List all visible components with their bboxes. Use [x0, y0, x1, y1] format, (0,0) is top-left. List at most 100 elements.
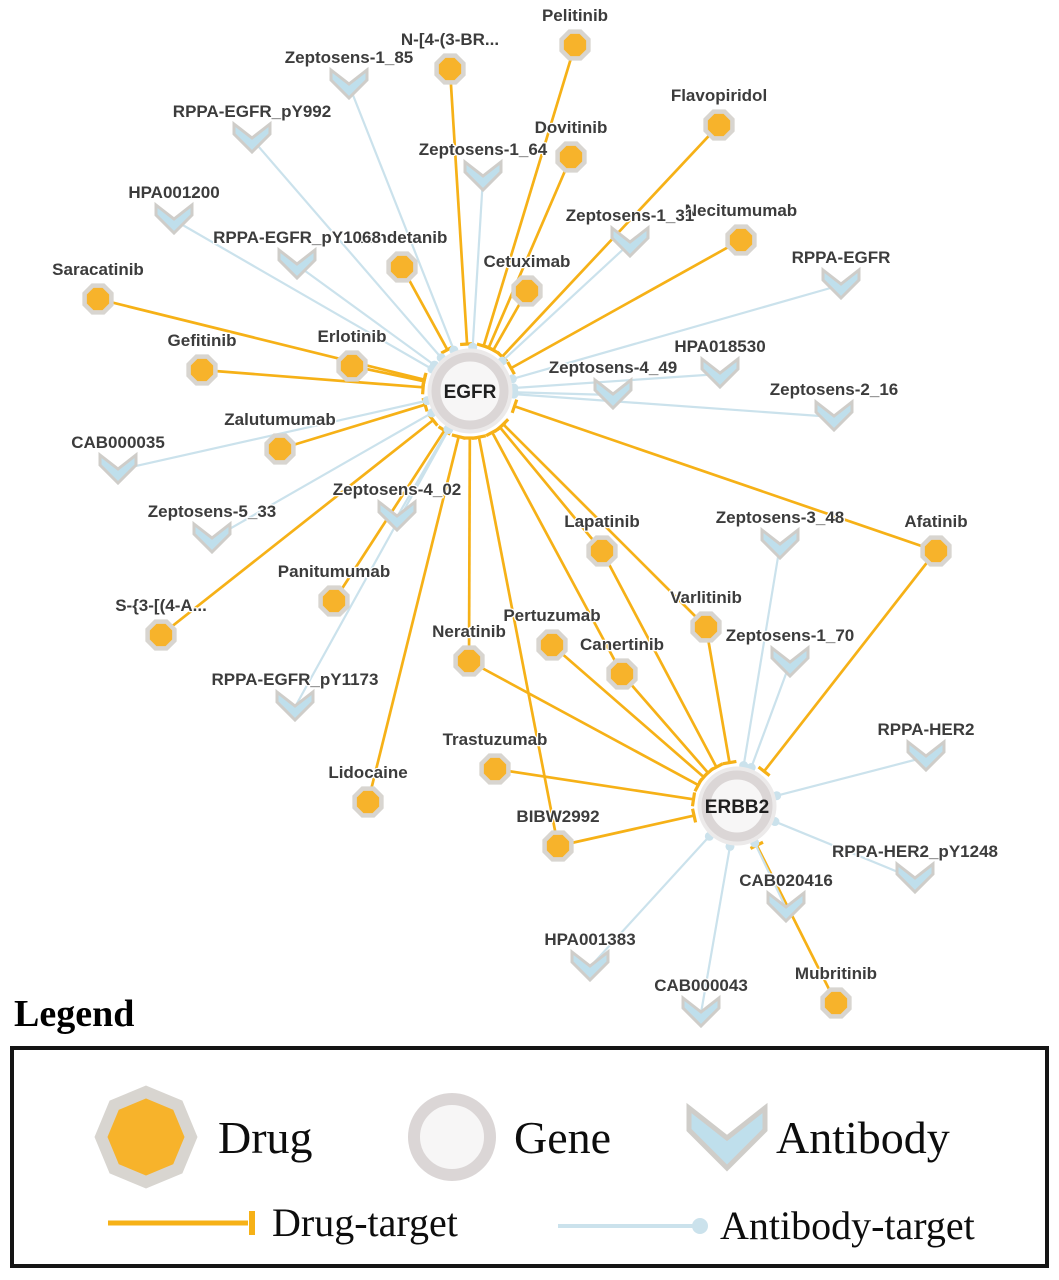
drug-target-edge: [704, 626, 737, 766]
node-bibw2992[interactable]: BIBW2992: [515, 806, 601, 862]
node-zeptosens_1_70[interactable]: Zeptosens-1_70: [725, 625, 856, 679]
node-label: Saracatinib: [52, 260, 144, 279]
node-afatinib[interactable]: Afatinib: [903, 511, 969, 567]
node-necitumumab[interactable]: Necitumumab: [684, 200, 798, 256]
node-label: Zeptosens-4_49: [549, 358, 678, 377]
node-zeptosens_3_48[interactable]: Zeptosens-3_48: [715, 507, 846, 561]
node-zeptosens_2_16[interactable]: Zeptosens-2_16: [769, 379, 900, 433]
node-label: RPPA-EGFR_pY992: [173, 102, 331, 121]
gene-legend-label: Gene: [514, 1112, 611, 1163]
node-neratinib[interactable]: Neratinib: [431, 621, 507, 677]
antibody-shape: [770, 644, 810, 679]
node-erbb2[interactable]: ERBB2: [697, 766, 777, 846]
node-zeptosens_4_49[interactable]: Zeptosens-4_49: [548, 357, 679, 411]
node-zeptosens_5_33[interactable]: Zeptosens-5_33: [147, 501, 278, 555]
gene-shape: [431, 352, 509, 430]
antibody-shape: [610, 224, 650, 259]
node-label: Dovitinib: [535, 118, 608, 137]
node-label: Zeptosens-1_64: [419, 140, 548, 159]
antibody-shape: [760, 526, 800, 561]
node-hpa018530[interactable]: HPA018530: [673, 336, 767, 390]
node-cetuximab[interactable]: Cetuximab: [482, 251, 572, 307]
node-label: Necitumumab: [685, 201, 797, 220]
node-rppa_her2_py1248[interactable]: RPPA-HER2_pY1248: [831, 841, 999, 895]
drug-target-edge: [485, 427, 624, 675]
node-hpa001383[interactable]: HPA001383: [543, 929, 637, 983]
node-s3_4a[interactable]: S-{3-[(4-A...: [114, 595, 208, 651]
drug-target-edge: [620, 673, 715, 779]
node-n4_3br[interactable]: N-[4-(3-BR...: [400, 29, 500, 85]
node-zeptosens_1_64[interactable]: Zeptosens-1_64: [418, 139, 549, 193]
node-label: Flavopiridol: [671, 86, 767, 105]
node-pelitinib[interactable]: Pelitinib: [541, 5, 609, 61]
node-canertinib[interactable]: Canertinib: [579, 634, 665, 690]
node-lapatinib[interactable]: Lapatinib: [563, 511, 641, 567]
antibody-legend-icon: [686, 1102, 768, 1172]
antibody-shape: [192, 520, 232, 555]
drug-target-edge: [497, 418, 707, 628]
node-label: HPA001200: [128, 183, 219, 202]
node-label: Zeptosens-1_85: [285, 48, 414, 67]
node-flavopiridol[interactable]: Flavopiridol: [670, 85, 768, 141]
node-cab000043[interactable]: CAB000043: [653, 975, 749, 1029]
drug-shape: [920, 535, 952, 567]
node-zalutumumab[interactable]: Zalutumumab: [223, 409, 337, 465]
node-saracatinib[interactable]: Saracatinib: [51, 259, 145, 315]
node-label: Varlitinib: [670, 588, 742, 607]
node-varlitinib[interactable]: Varlitinib: [669, 587, 743, 643]
node-trastuzumab[interactable]: Trastuzumab: [441, 729, 549, 785]
antibody-target-edge: [772, 755, 927, 801]
antibody-shape: [275, 688, 315, 723]
drug-target-edge: [495, 124, 720, 363]
node-label: Pelitinib: [542, 6, 608, 25]
node-dovitinib[interactable]: Dovitinib: [533, 117, 609, 173]
node-zeptosens_1_85[interactable]: Zeptosens-1_85: [284, 47, 415, 101]
drug-shape: [479, 753, 511, 785]
node-vandetanib[interactable]: Vandetanib: [355, 227, 449, 283]
node-cab000035[interactable]: CAB000035: [70, 432, 166, 486]
antibody-target-legend-label: Antibody-target: [720, 1203, 975, 1248]
node-pertuzumab[interactable]: Pertuzumab: [502, 605, 602, 661]
node-rppa_egfr_py1173[interactable]: RPPA-EGFR_pY1173: [210, 669, 380, 723]
antibody-shape: [821, 266, 861, 301]
node-label: CAB000035: [71, 433, 165, 452]
node-rppa_egfr[interactable]: RPPA-EGFR: [790, 247, 892, 301]
node-label: Zalutumumab: [224, 410, 335, 429]
drug-shape: [264, 433, 296, 465]
node-rppa_egfr_py992[interactable]: RPPA-EGFR_pY992: [172, 101, 332, 155]
node-label: CAB020416: [739, 871, 833, 890]
antibody-shape: [570, 948, 610, 983]
node-rppa_her2[interactable]: RPPA-HER2: [876, 719, 976, 773]
drug-target-edge: [506, 238, 742, 376]
node-cab020416[interactable]: CAB020416: [738, 870, 834, 924]
node-lidocaine[interactable]: Lidocaine: [327, 762, 409, 818]
drug-shape: [725, 224, 757, 256]
node-label: RPPA-HER2_pY1248: [832, 842, 998, 861]
node-egfr[interactable]: EGFR: [427, 348, 513, 434]
node-hpa001200[interactable]: HPA001200: [127, 182, 221, 236]
antibody-shape: [906, 738, 946, 773]
node-label: Zeptosens-5_33: [148, 502, 277, 521]
node-label: Canertinib: [580, 635, 664, 654]
node-label: Mubritinib: [795, 964, 877, 983]
node-label: BIBW2992: [516, 807, 599, 826]
drug-shape: [820, 987, 852, 1019]
node-rppa_egfr_py1068[interactable]: RPPA-EGFR_pY1068: [212, 227, 382, 281]
drug-target-edge: [494, 767, 697, 807]
drug-target-legend-label: Drug-target: [272, 1200, 458, 1245]
node-label: Zeptosens-3_48: [716, 508, 845, 527]
node-gefitinib[interactable]: Gefitinib: [166, 330, 238, 386]
node-label: Zeptosens-4_02: [333, 480, 462, 499]
legend-graphic: Drug Gene Antibody Drug-target Antibody-…: [94, 1085, 975, 1248]
node-panitumumab[interactable]: Panitumumab: [277, 561, 391, 617]
node-erlotinib[interactable]: Erlotinib: [316, 326, 388, 382]
node-label: N-[4-(3-BR...: [401, 30, 499, 49]
node-mubritinib[interactable]: Mubritinib: [794, 963, 878, 1019]
antibody-target-edge: [746, 662, 792, 773]
node-zeptosens_4_02[interactable]: Zeptosens-4_02: [332, 479, 463, 533]
drug-target-edge: [551, 643, 710, 784]
drug-shape: [145, 619, 177, 651]
node-zeptosens_1_31[interactable]: Zeptosens-1_31: [565, 205, 696, 259]
node-label: HPA001383: [544, 930, 635, 949]
